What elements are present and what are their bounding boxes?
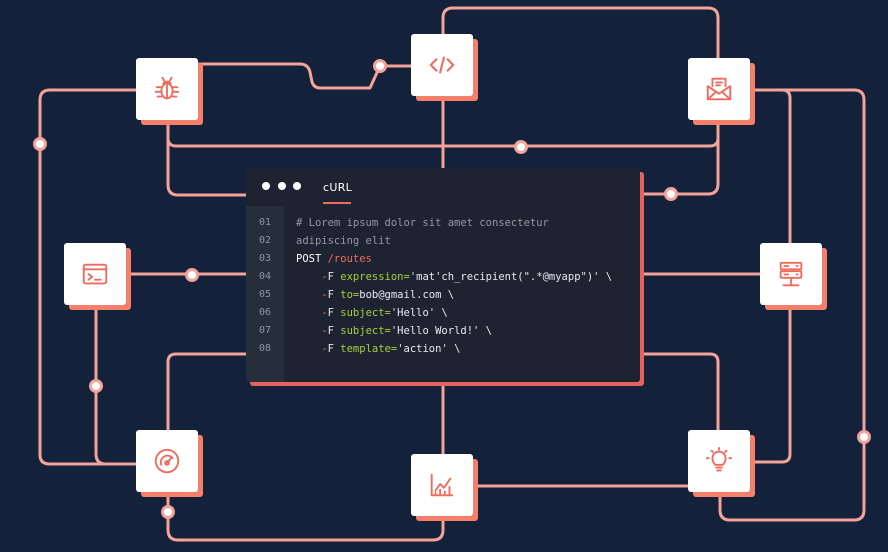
code-token: F — [327, 271, 341, 283]
code-token: - — [321, 289, 328, 301]
chart-tile[interactable] — [411, 454, 473, 516]
mail-inbox-icon — [706, 77, 732, 101]
code-token: 'mat'ch_recipient(".*@myapp")' \ — [409, 271, 613, 283]
bug-icon — [154, 76, 180, 100]
code-line: POST /routes — [296, 253, 372, 265]
mail-tile[interactable] — [688, 58, 750, 120]
code-token: POST — [296, 253, 328, 265]
junction-dot — [857, 430, 871, 444]
junction-dot — [514, 140, 528, 154]
code-token: 'Hello' \ — [390, 307, 448, 319]
code-token — [296, 325, 321, 337]
code-token — [296, 271, 321, 283]
line-number: 04 — [258, 271, 272, 282]
wire — [638, 120, 720, 196]
wire — [38, 88, 138, 466]
line-number-gutter — [246, 206, 284, 382]
wire — [166, 120, 248, 197]
code-line: -F template='action' \ — [296, 343, 460, 355]
junction-dot — [89, 379, 103, 393]
bug-tile[interactable] — [136, 58, 198, 120]
code-token: - — [321, 325, 328, 337]
server-tile[interactable] — [760, 243, 822, 305]
wire — [441, 6, 720, 60]
code-tile[interactable] — [411, 34, 473, 96]
code-token: subject= — [340, 307, 391, 319]
window-control-dot[interactable] — [278, 182, 286, 190]
code-token: adipiscing elit — [296, 235, 391, 247]
wire — [94, 304, 138, 466]
line-number: 01 — [258, 217, 272, 228]
tab-curl[interactable]: cURL — [323, 181, 353, 194]
wire — [196, 62, 413, 90]
code-token: bob@gmail.com \ — [359, 289, 455, 301]
code-token: F — [327, 307, 341, 319]
window-titlebar: cURL — [246, 168, 640, 206]
gauge-tile[interactable] — [136, 430, 198, 492]
line-number: 02 — [258, 235, 272, 246]
speed-gauge-icon — [154, 448, 180, 474]
wire — [166, 352, 248, 432]
code-window: cURL 01 02 03 04 05 06 07 08 # Lorem ipsum dolor… — [246, 168, 640, 382]
lightbulb-icon — [705, 446, 733, 472]
code-token: - — [321, 343, 328, 355]
junction-dot — [664, 187, 678, 201]
code-line: -F subject='Hello World!' \ — [296, 325, 492, 337]
line-number: 08 — [258, 343, 272, 354]
code-line: -F subject='Hello' \ — [296, 307, 448, 319]
active-tab-indicator — [323, 202, 351, 204]
junction-dot — [33, 137, 47, 151]
window-control-dot[interactable] — [293, 182, 301, 190]
code-token: - — [321, 271, 328, 283]
analytics-chart-icon — [430, 473, 454, 497]
code-token: 'action' \ — [397, 343, 461, 355]
line-number: 05 — [258, 289, 272, 300]
code-token: expression= — [340, 271, 410, 283]
code-token: F — [327, 325, 341, 337]
line-number: 03 — [258, 253, 272, 264]
wire — [748, 88, 792, 246]
junction-dot — [161, 505, 175, 519]
junction-dot — [373, 59, 387, 73]
code-token: F — [327, 289, 341, 301]
wire — [748, 304, 792, 464]
code-token — [296, 343, 321, 355]
code-token — [296, 289, 321, 301]
code-token: subject= — [340, 325, 391, 337]
terminal-tile[interactable] — [64, 243, 126, 305]
server-icon — [779, 261, 803, 287]
junction-dot — [185, 268, 199, 282]
terminal-icon — [82, 263, 108, 285]
code-token: F — [327, 343, 341, 355]
wire — [718, 88, 866, 522]
code-token: /routes — [327, 253, 372, 265]
wire — [638, 352, 720, 432]
code-line: -F to=bob@gmail.com \ — [296, 289, 454, 301]
code-token: template= — [340, 343, 398, 355]
line-number: 06 — [258, 307, 272, 318]
code-line: adipiscing elit — [296, 235, 391, 247]
window-control-dot[interactable] — [262, 182, 270, 190]
code-icon — [429, 56, 455, 74]
code-token: 'Hello World!' \ — [390, 325, 493, 337]
code-token: to= — [340, 289, 360, 301]
bulb-tile[interactable] — [688, 430, 750, 492]
code-token: - — [321, 307, 328, 319]
wire — [166, 492, 445, 542]
code-line: -F expression='mat'ch_recipient(".*@myap… — [296, 271, 612, 283]
line-number: 07 — [258, 325, 272, 336]
code-line: # Lorem ipsum dolor sit amet consectetur — [296, 217, 549, 229]
code-token: # Lorem ipsum dolor sit amet consectetur — [296, 217, 549, 229]
code-token — [296, 307, 321, 319]
